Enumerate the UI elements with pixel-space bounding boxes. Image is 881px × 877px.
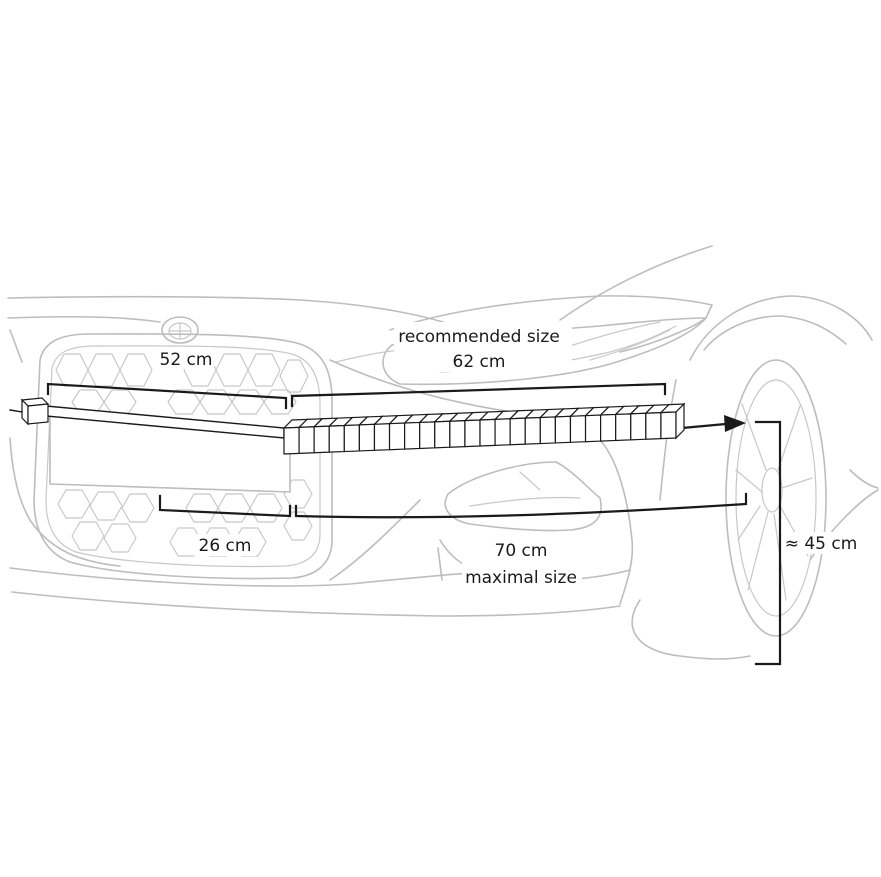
cover-segment [494, 418, 511, 447]
fog-light [444, 461, 602, 532]
cover-segment-end [675, 402, 685, 440]
direction-arrow [680, 422, 728, 430]
recommended-size-title: recommended size [398, 327, 560, 347]
cover-segment [283, 426, 300, 455]
grille-outer [33, 333, 333, 580]
wheel-spokes [735, 403, 813, 601]
cover-segment [554, 415, 572, 444]
wheel-arch [689, 295, 873, 361]
cover-segment [328, 424, 345, 453]
cover-segment [434, 420, 451, 449]
cover-segment [449, 419, 466, 448]
maximal-size-value: 70 cm [495, 541, 548, 561]
cover-strip [9, 397, 686, 455]
cover-segment [524, 416, 541, 445]
cover-segment [464, 419, 481, 448]
cover-segments [282, 402, 686, 455]
bracket-45cm [754, 420, 782, 666]
kidney-grille [33, 333, 333, 580]
cover-segment [358, 423, 376, 452]
cover-segment [298, 426, 315, 455]
arrow-head [724, 415, 746, 432]
hood-line [7, 295, 471, 333]
end-clip [9, 397, 50, 426]
bracket-70cm [294, 492, 748, 519]
cover-segment [600, 413, 617, 442]
height-label: ≈ 45 cm [785, 534, 858, 554]
cover-segment [615, 413, 632, 442]
cover-segment [419, 421, 436, 450]
maximal-size-title: maximal size [465, 568, 577, 588]
cover-segment [660, 411, 677, 440]
grille-lower-label: 26 cm [199, 536, 252, 556]
cover-segment [313, 425, 330, 454]
cover-segment [388, 422, 406, 451]
cover-segment [584, 414, 602, 443]
cover-segment [404, 421, 421, 450]
cover-segment [569, 415, 587, 443]
cover-segment [509, 417, 526, 446]
wheel-hub [761, 467, 783, 513]
cover-segment [373, 423, 391, 451]
labels: recommended size 62 cm 52 cm 26 cm 70 cm… [156, 322, 860, 588]
dimension-lines [46, 382, 782, 666]
recommended-size-value: 62 cm [453, 352, 506, 372]
cover-segment [539, 416, 556, 445]
wheel-tire [725, 359, 827, 637]
cover-segment [630, 412, 647, 441]
cover-segment [343, 424, 360, 453]
cover-segment [479, 418, 496, 447]
grille-width-label: 52 cm [160, 350, 213, 370]
bracket-62cm [290, 382, 667, 408]
bracket-26cm [158, 494, 292, 518]
brand-logo [161, 316, 199, 344]
bracket-52cm [46, 382, 288, 410]
cover-segment [645, 411, 662, 440]
